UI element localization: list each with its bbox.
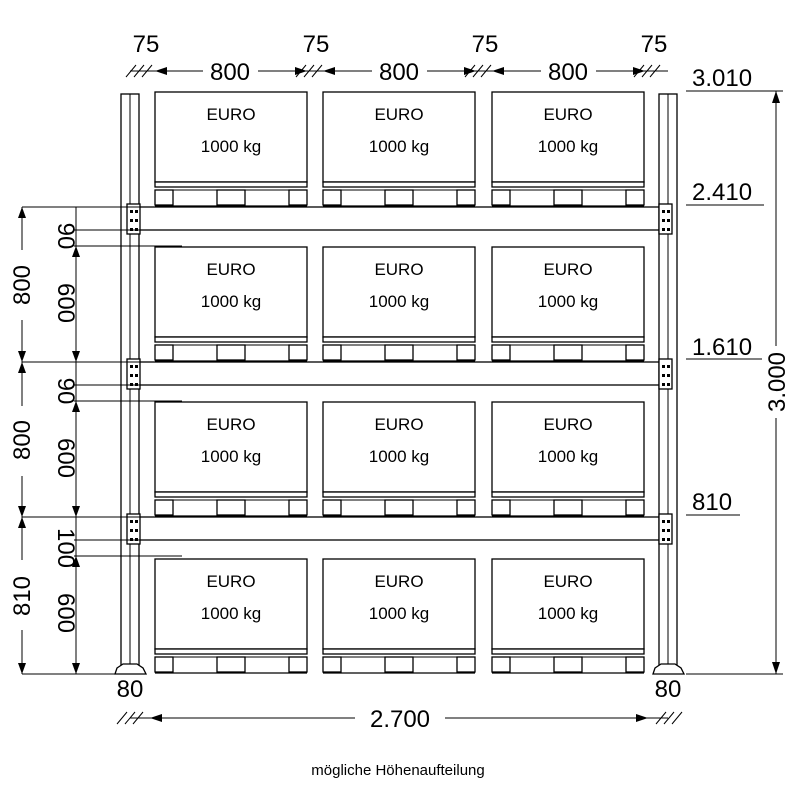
pallet-weight-label: 1000 kg	[369, 604, 430, 623]
beams	[126, 203, 673, 545]
pallet-type-label: EURO	[206, 105, 255, 124]
pallet-weight-label: 1000 kg	[369, 447, 430, 466]
beam-connector-plate	[658, 203, 673, 235]
pallet-box: EURO 1000 kg	[154, 558, 308, 674]
beam	[126, 203, 673, 235]
outer-height-label: 800	[9, 265, 36, 305]
pallet-weight-label: 1000 kg	[538, 447, 599, 466]
beam	[126, 358, 673, 390]
pallet-type-label: EURO	[543, 105, 592, 124]
total-height-label: 3.000	[764, 352, 791, 412]
gap-label: 75	[133, 31, 160, 58]
pallet-type-label: EURO	[374, 260, 423, 279]
level-height-label: 810	[692, 489, 732, 516]
pallet-box: EURO 1000 kg	[491, 401, 645, 517]
beam	[126, 513, 673, 545]
right-level-marks: 3.010 2.410 1.610 810 3.000	[686, 65, 791, 675]
pallet-type-label: EURO	[374, 572, 423, 591]
bay-width-label: 800	[379, 59, 419, 86]
pallet-box: EURO 1000 kg	[491, 91, 645, 207]
beam-height-label: 90	[52, 378, 79, 405]
gap-label: 75	[472, 31, 499, 58]
top-dimension-chain: 75 75 75 75 800 800 800	[125, 31, 668, 86]
clear-height-label: 600	[52, 438, 79, 478]
bottom-dimension-chain: 80 80 2.700	[116, 676, 683, 733]
pallet-type-label: EURO	[543, 260, 592, 279]
beam-connector-plate	[658, 358, 673, 390]
outer-height-label: 800	[9, 420, 36, 460]
pallet-type-label: EURO	[206, 260, 255, 279]
pallet-weight-label: 1000 kg	[538, 137, 599, 156]
pallet-weight-label: 1000 kg	[201, 604, 262, 623]
clear-height-label: 600	[52, 593, 79, 633]
beam-connector-plate	[658, 513, 673, 545]
pallet-weight-label: 1000 kg	[369, 137, 430, 156]
beam-connector-plate	[126, 358, 141, 390]
pallet-box: EURO 1000 kg	[322, 558, 476, 674]
pallet-type-label: EURO	[206, 415, 255, 434]
pallet-weight-label: 1000 kg	[201, 137, 262, 156]
pallet-weight-label: 1000 kg	[538, 292, 599, 311]
pallet-box: EURO 1000 kg	[322, 246, 476, 362]
pallet-type-label: EURO	[543, 572, 592, 591]
outer-height-label: 810	[9, 576, 36, 616]
bay-width-label: 800	[548, 59, 588, 86]
pallet-type-label: EURO	[206, 572, 255, 591]
pallet-type-label: EURO	[374, 105, 423, 124]
beam-height-label: 100	[52, 528, 79, 568]
pallet-box: EURO 1000 kg	[154, 401, 308, 517]
foot-width-label: 80	[655, 676, 682, 703]
foot-width-label: 80	[117, 676, 144, 703]
bay-width-label: 800	[210, 59, 250, 86]
caption: mögliche Höhenaufteilung	[311, 762, 484, 779]
pallet-box: EURO 1000 kg	[154, 246, 308, 362]
left-dimension-chains: 800 800 810 90 90 100 600 600 600	[8, 206, 182, 675]
clear-height-label: 600	[52, 283, 79, 323]
beam-height-label: 90	[52, 223, 79, 250]
total-width-label: 2.700	[370, 706, 430, 733]
pallet-box: EURO 1000 kg	[491, 558, 645, 674]
pallets: EURO 1000 kg EURO 1000 kg EURO 1000 kg EURO 100…	[154, 91, 645, 674]
gap-label: 75	[641, 31, 668, 58]
pallet-box: EURO 1000 kg	[491, 246, 645, 362]
pallet-weight-label: 1000 kg	[201, 292, 262, 311]
pallet-type-label: EURO	[543, 415, 592, 434]
pallet-weight-label: 1000 kg	[538, 604, 599, 623]
pallet-box: EURO 1000 kg	[322, 401, 476, 517]
pallet-box: EURO 1000 kg	[154, 91, 308, 207]
level-height-label: 2.410	[692, 179, 752, 206]
pallet-weight-label: 1000 kg	[201, 447, 262, 466]
pallet-weight-label: 1000 kg	[369, 292, 430, 311]
pallet-box: EURO 1000 kg	[322, 91, 476, 207]
pallet-type-label: EURO	[374, 415, 423, 434]
gap-label: 75	[303, 31, 330, 58]
level-height-label: 1.610	[692, 334, 752, 361]
level-height-label: 3.010	[692, 65, 752, 92]
